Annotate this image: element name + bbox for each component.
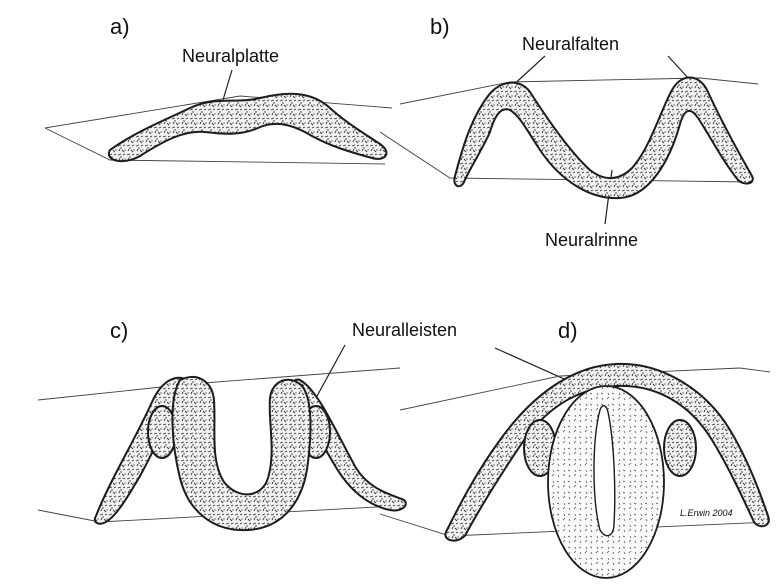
panel-a: a) Neuralplatte xyxy=(45,14,392,164)
neuralplatte-label: Neuralplatte xyxy=(182,46,279,66)
panel-b: b) Neuralfalten Neuralrinne xyxy=(380,14,758,250)
panel-d: d) L.Erwin 2004 xyxy=(380,318,770,578)
panel-c-letter: c) xyxy=(110,318,128,343)
panel-c-neural-tube xyxy=(172,377,310,530)
panel-c: c) Neuralleisten xyxy=(38,318,457,530)
neural-groove-folds xyxy=(454,77,752,198)
illustrator-signature: L.Erwin 2004 xyxy=(680,508,733,518)
panel-b-letter: b) xyxy=(430,14,450,39)
neuralrinne-label: Neuralrinne xyxy=(545,230,638,250)
neuralfalten-label: Neuralfalten xyxy=(522,34,619,54)
neuralleisten-label: Neuralleisten xyxy=(352,320,457,340)
panel-c-back-edge xyxy=(38,368,400,400)
panel-a-letter: a) xyxy=(110,14,130,39)
panel-d-letter: d) xyxy=(558,318,578,343)
panel-d-crest-right xyxy=(664,420,696,476)
neuralfalten-leader-right xyxy=(668,56,690,80)
